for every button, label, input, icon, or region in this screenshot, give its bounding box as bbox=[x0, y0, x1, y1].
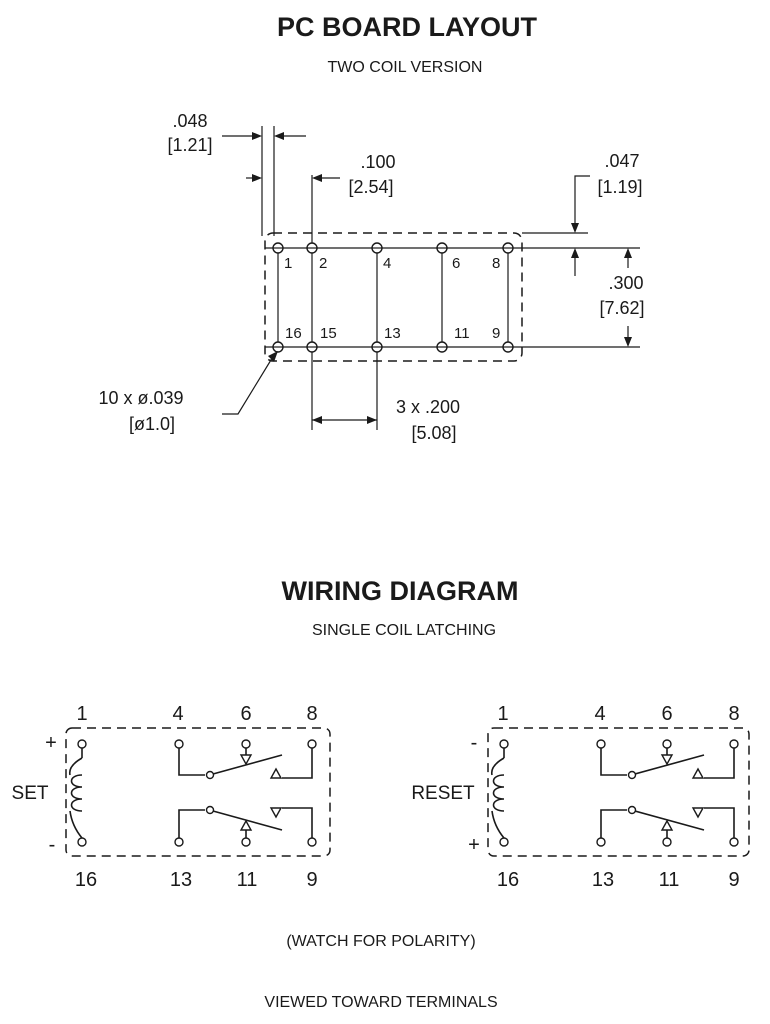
reset-pin-label: 1 bbox=[497, 703, 508, 725]
set-contact-nc-upper bbox=[239, 754, 253, 766]
set-pin-label: 6 bbox=[240, 703, 251, 725]
set-package-outline bbox=[65, 727, 331, 857]
reset-coil-symbol bbox=[492, 774, 505, 812]
reset-pin-label: 9 bbox=[728, 869, 739, 891]
reset-pin-label: 11 bbox=[659, 869, 680, 891]
set-pin-label: 16 bbox=[75, 869, 97, 891]
dim-pitch-first-text: .100 bbox=[360, 152, 395, 172]
set-pin-label: 8 bbox=[306, 703, 317, 725]
dim-pitch-mm: [5.08] bbox=[411, 423, 456, 443]
dim-edge-mm: [1.19] bbox=[597, 177, 642, 197]
set-polarity-top: + bbox=[45, 732, 57, 754]
set-pin-label: 9 bbox=[306, 869, 317, 891]
dim-pin-width-mm: [1.21] bbox=[167, 135, 212, 155]
wiring-subtitle: SINGLE COIL LATCHING bbox=[312, 622, 496, 639]
dim-pitch: 3 x .200 [5.08] bbox=[312, 397, 460, 443]
reset-package-outline bbox=[487, 727, 750, 857]
reset-pin-label: 6 bbox=[661, 703, 672, 725]
polarity-note: (WATCH FOR POLARITY) bbox=[286, 933, 475, 950]
reset-pin-label: 16 bbox=[497, 869, 519, 891]
pcb-package-outline bbox=[264, 232, 523, 362]
set-pin-label: 4 bbox=[172, 703, 183, 725]
pcb-pin-label: 8 bbox=[492, 255, 500, 272]
wiring-diagram-section: WIRING DIAGRAM SINGLE COIL LATCHING 1 4 … bbox=[12, 576, 750, 1011]
pcb-pin-label: 15 bbox=[320, 325, 337, 342]
reset-pin-label: 4 bbox=[594, 703, 605, 725]
reset-polarity-bottom: + bbox=[468, 834, 480, 856]
reset-polarity-top: - bbox=[471, 732, 478, 754]
reset-contact-no-upper bbox=[691, 767, 705, 779]
dim-hole-text: 10 x ø.039 bbox=[98, 388, 183, 408]
pcb-pin-label: 1 bbox=[284, 255, 292, 272]
pcb-pin-label: 9 bbox=[492, 325, 500, 342]
reset-pin-label: 8 bbox=[728, 703, 739, 725]
dim-row-text: .300 bbox=[608, 273, 643, 293]
dim-pitch-first-mm: [2.54] bbox=[348, 177, 393, 197]
pcb-title: PC BOARD LAYOUT bbox=[277, 12, 538, 42]
dim-pin-width-text: .048 bbox=[172, 111, 207, 131]
dim-pitch-text: 3 x .200 bbox=[396, 397, 460, 417]
pcb-pin-label: 16 bbox=[285, 325, 302, 342]
reset-contact-no-lower bbox=[691, 807, 705, 819]
pcb-pin-label: 4 bbox=[383, 255, 391, 272]
reset-contact-nc-lower bbox=[660, 819, 674, 831]
set-contact-no-lower bbox=[269, 807, 283, 819]
pcb-column-lines bbox=[277, 175, 509, 430]
pcb-layout-section: PC BOARD LAYOUT TWO COIL VERSION bbox=[98, 12, 644, 443]
pcb-pin-label: 13 bbox=[384, 325, 401, 342]
reset-label: RESET bbox=[411, 783, 475, 804]
view-note: VIEWED TOWARD TERMINALS bbox=[264, 994, 497, 1011]
reset-pin-label: 13 bbox=[592, 869, 614, 891]
dim-hole-mm: [ø1.0] bbox=[129, 414, 175, 434]
set-pin-label: 11 bbox=[237, 869, 258, 891]
pcb-subtitle: TWO COIL VERSION bbox=[328, 59, 483, 76]
dim-hole-diameter: 10 x ø.039 [ø1.0] bbox=[98, 351, 278, 434]
set-label: SET bbox=[12, 783, 49, 804]
dim-edge: .047 [1.19] bbox=[522, 151, 643, 276]
dim-pin-width: .048 [1.21] bbox=[167, 111, 306, 236]
set-coil-symbol bbox=[70, 774, 83, 812]
dim-pitch-first: .100 [2.54] bbox=[312, 152, 396, 197]
set-contact-nc-lower bbox=[239, 819, 253, 831]
pcb-pin-numbers: 1 2 4 6 8 16 15 13 11 9 bbox=[284, 255, 500, 342]
set-pin-label: 1 bbox=[76, 703, 87, 725]
wiring-title: WIRING DIAGRAM bbox=[282, 576, 519, 606]
set-pin-label: 13 bbox=[170, 869, 192, 891]
pcb-pin-label: 6 bbox=[452, 255, 460, 272]
reset-contact-nc-upper bbox=[660, 754, 674, 766]
dim-row-mm: [7.62] bbox=[599, 298, 644, 318]
dim-edge-text: .047 bbox=[604, 151, 639, 171]
set-contact-no-upper bbox=[269, 767, 283, 779]
pcb-pin-label: 11 bbox=[454, 325, 470, 342]
pcb-holes bbox=[272, 242, 514, 353]
pcb-pin-label: 2 bbox=[319, 255, 327, 272]
dim-row-spacing: .300 [7.62] bbox=[599, 248, 645, 347]
reset-schematic: 1 4 6 8 16 13 11 9 - + RESET bbox=[411, 703, 750, 891]
set-schematic: 1 4 6 8 16 13 11 9 + - SET bbox=[12, 703, 331, 891]
set-polarity-bottom: - bbox=[49, 834, 56, 856]
